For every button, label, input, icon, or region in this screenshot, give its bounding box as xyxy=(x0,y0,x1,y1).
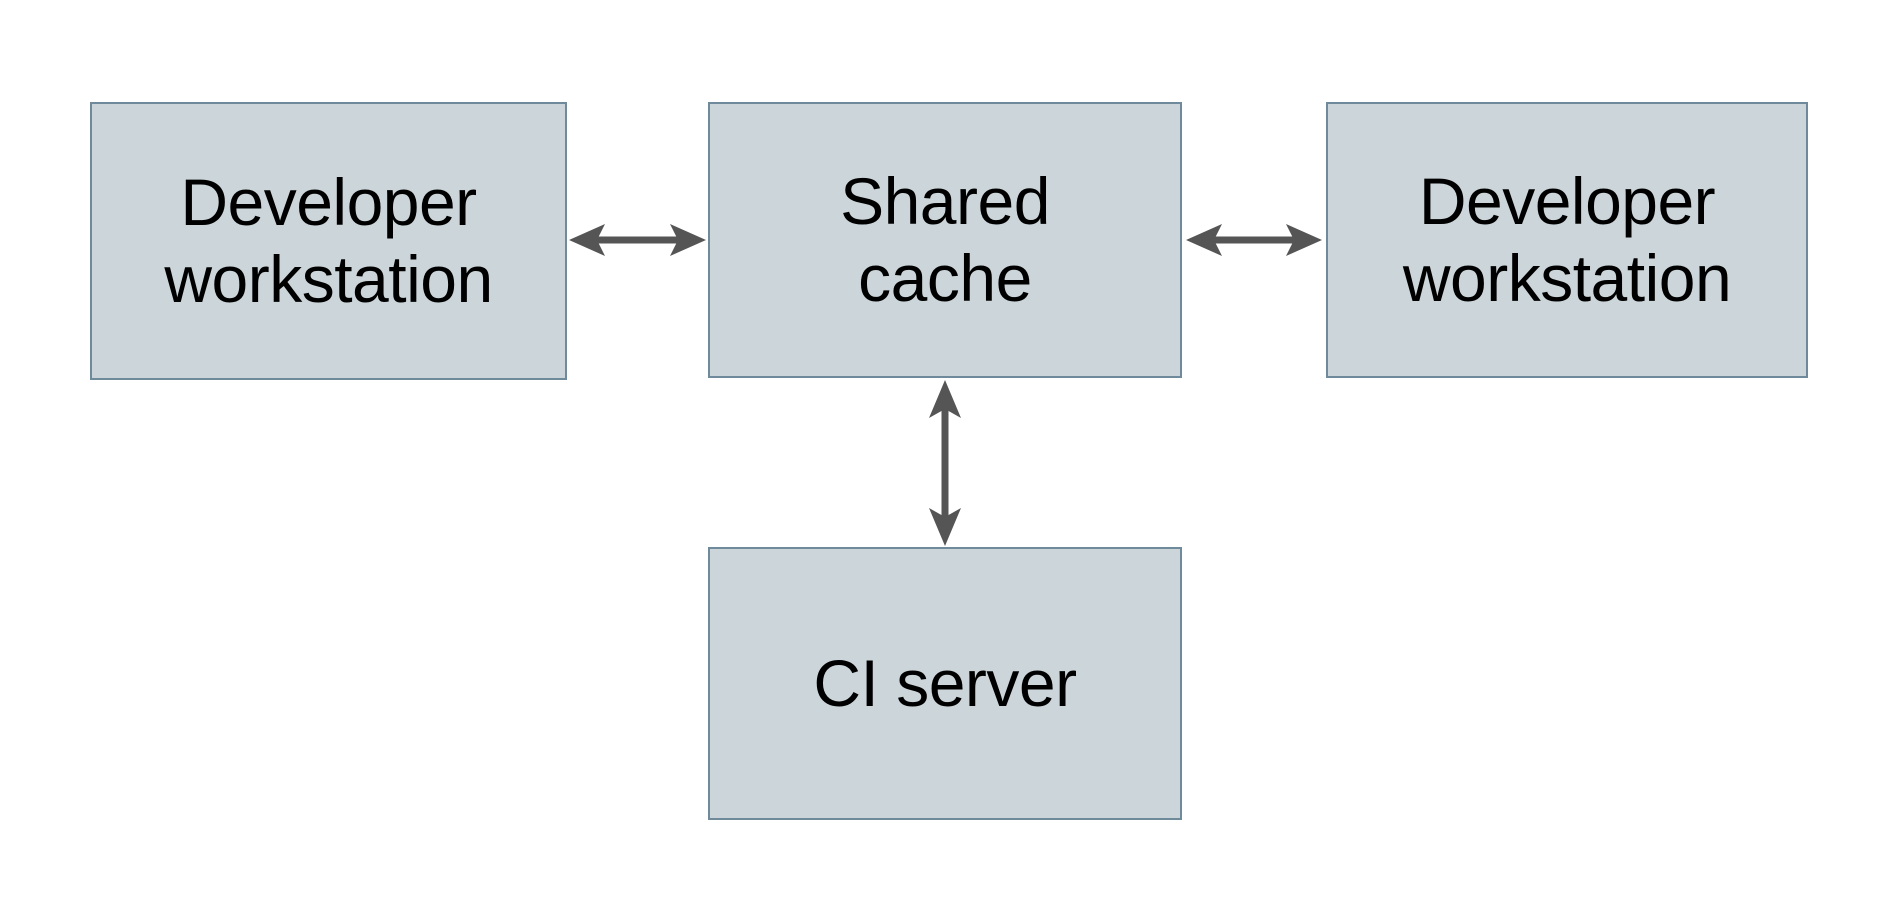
node-label: Shared cache xyxy=(840,163,1050,315)
connector-dev-left-to-shared-cache xyxy=(569,224,706,256)
node-developer-workstation-right[interactable]: Developer workstation xyxy=(1326,102,1808,378)
node-developer-workstation-left[interactable]: Developer workstation xyxy=(90,102,567,380)
connector-shared-cache-to-dev-right xyxy=(1186,224,1322,256)
node-label: Developer workstation xyxy=(164,164,493,316)
connector-ci-server-to-shared-cache xyxy=(929,380,961,546)
node-shared-cache[interactable]: Shared cache xyxy=(708,102,1182,378)
node-ci-server[interactable]: CI server xyxy=(708,547,1182,820)
node-label: Developer workstation xyxy=(1402,163,1732,315)
node-label: CI server xyxy=(813,645,1077,720)
